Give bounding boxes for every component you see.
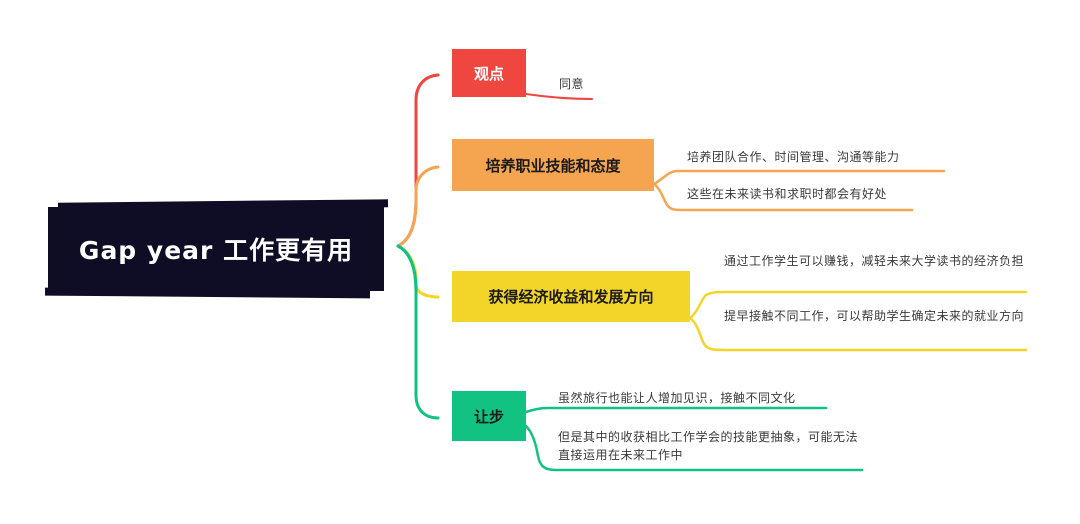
leaf-underline-3-0: [524, 406, 828, 414]
leaf-underline-2-0: [688, 290, 1028, 320]
leaf-underline-1-1: [652, 182, 914, 212]
connector-to-branch-0: [396, 73, 440, 248]
branch-topic-concession[interactable]: 让步: [452, 391, 526, 441]
root-topic-label: Gap year 工作更有用: [78, 236, 354, 265]
leaf-topic[interactable]: 但是其中的收获相比工作学会的技能更抽象，可能无法直接运用在未来工作中: [558, 428, 862, 464]
branch-topic-viewpoint[interactable]: 观点: [452, 49, 526, 97]
leaf-underline-3-1: [524, 424, 864, 472]
leaf-topic[interactable]: 培养团队合作、时间管理、沟通等能力: [687, 148, 947, 166]
connector-to-branch-1: [396, 165, 440, 248]
leaf-topic-label: 提早接触不同工作，可以帮助学生确定未来的就业方向: [724, 309, 1025, 323]
branch-topic-career-skills[interactable]: 培养职业技能和态度: [452, 139, 654, 191]
leaf-underline-2-1: [688, 316, 1028, 352]
leaf-topic-label: 这些在未来读书和求职时都会有好处: [687, 187, 888, 201]
leaf-topic-label: 培养团队合作、时间管理、沟通等能力: [687, 150, 900, 164]
branch-topic-label: 培养职业技能和态度: [485, 156, 621, 175]
leaf-topic[interactable]: 提早接触不同工作，可以帮助学生确定未来的就业方向: [724, 307, 1028, 325]
branch-topic-label: 观点: [473, 64, 504, 83]
leaf-topic-label: 同意: [559, 77, 585, 91]
leaf-topic-label: 但是其中的收获相比工作学会的技能更抽象，可能无法直接运用在未来工作中: [558, 430, 859, 462]
leaf-underline-0-0: [525, 93, 593, 100]
leaf-topic[interactable]: 同意: [559, 75, 584, 93]
leaf-topic[interactable]: 这些在未来读书和求职时都会有好处: [687, 185, 917, 203]
branch-topic-label: 获得经济收益和发展方向: [488, 288, 654, 306]
leaf-topic[interactable]: 通过工作学生可以赚钱，减轻未来大学读书的经济负担: [724, 252, 1028, 270]
leaf-underline-1-0: [652, 169, 946, 186]
connector-to-branch-2: [396, 244, 440, 299]
root-topic[interactable]: Gap year 工作更有用: [48, 207, 384, 291]
branch-topic-economic-gains[interactable]: 获得经济收益和发展方向: [452, 271, 690, 322]
branch-topic-label: 让步: [473, 407, 504, 426]
leaf-topic-label: 虽然旅行也能让人增加见识，接触不同文化: [558, 391, 796, 405]
leaf-topic-label: 通过工作学生可以赚钱，减轻未来大学读书的经济负担: [724, 254, 1025, 268]
connector-to-branch-3: [396, 244, 440, 420]
leaf-topic[interactable]: 虽然旅行也能让人增加见识，接触不同文化: [558, 389, 838, 407]
